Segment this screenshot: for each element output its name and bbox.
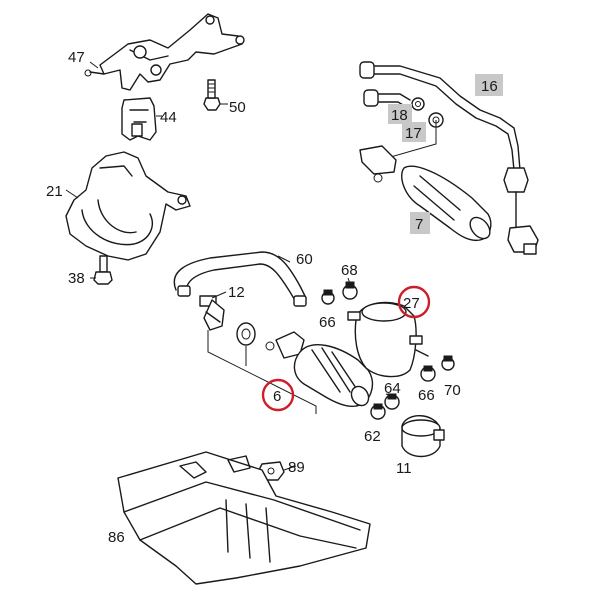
fuel-line-16 xyxy=(359,61,539,255)
fuel-accumulator-27 xyxy=(347,301,429,378)
sealing-washer xyxy=(236,322,256,346)
bolt-50 xyxy=(203,79,221,111)
callout-labels: 47 44 50 16 18 17 7 21 38 60 12 68 66 27… xyxy=(46,49,503,546)
callout-17: 17 xyxy=(405,125,422,142)
callout-70: 70 xyxy=(444,382,461,399)
fuel-hose-60 xyxy=(173,251,307,307)
callout-12: 12 xyxy=(228,284,245,301)
callout-47: 47 xyxy=(68,49,85,66)
callout-11: 11 xyxy=(396,460,412,477)
rubber-mount-44 xyxy=(121,97,157,141)
callout-64: 64 xyxy=(384,380,401,397)
hose-clamp-64 xyxy=(384,393,400,410)
leader-lines xyxy=(65,61,393,471)
label-box-16 xyxy=(475,74,503,96)
highlight-ring-6 xyxy=(261,378,295,412)
hose-clamp-70 xyxy=(441,355,455,371)
callout-27: 27 xyxy=(403,295,420,312)
callout-6: 6 xyxy=(273,388,281,405)
callout-50: 50 xyxy=(229,99,246,116)
hose-clamp-66-upper xyxy=(321,289,335,305)
hose-clamp-66-lower xyxy=(420,365,436,382)
hose-clamp-68 xyxy=(342,281,358,300)
mounting-clamp-21 xyxy=(65,151,191,261)
callout-7: 7 xyxy=(415,216,423,233)
callout-89: 89 xyxy=(288,459,305,476)
callout-66-upper: 66 xyxy=(319,314,336,331)
label-box-17 xyxy=(402,122,426,142)
callout-44: 44 xyxy=(160,109,177,126)
callout-68: 68 xyxy=(341,262,358,279)
callout-16: 16 xyxy=(481,78,498,95)
callout-38: 38 xyxy=(68,270,85,287)
fuel-pump-6 xyxy=(265,331,374,408)
highlight-ring-27 xyxy=(397,285,431,319)
fuel-filter-assembly-7 xyxy=(359,120,492,242)
label-box-7 xyxy=(410,212,430,234)
callout-66-lower: 66 xyxy=(418,387,435,404)
nut-18 xyxy=(411,97,425,111)
protective-cover-86 xyxy=(117,451,371,585)
callout-62: 62 xyxy=(364,428,381,445)
label-box-18 xyxy=(388,104,412,124)
callout-60: 60 xyxy=(296,251,313,268)
callout-86: 86 xyxy=(108,529,125,546)
callout-18: 18 xyxy=(391,107,408,124)
bracket-lines xyxy=(207,330,317,414)
hose-clamp-62 xyxy=(370,403,386,420)
mounting-bracket-47 xyxy=(84,13,245,91)
bolt-38 xyxy=(93,255,113,285)
callout-21: 21 xyxy=(46,183,63,200)
pressure-damper-11 xyxy=(401,415,445,458)
banjo-fitting-12 xyxy=(199,295,225,331)
